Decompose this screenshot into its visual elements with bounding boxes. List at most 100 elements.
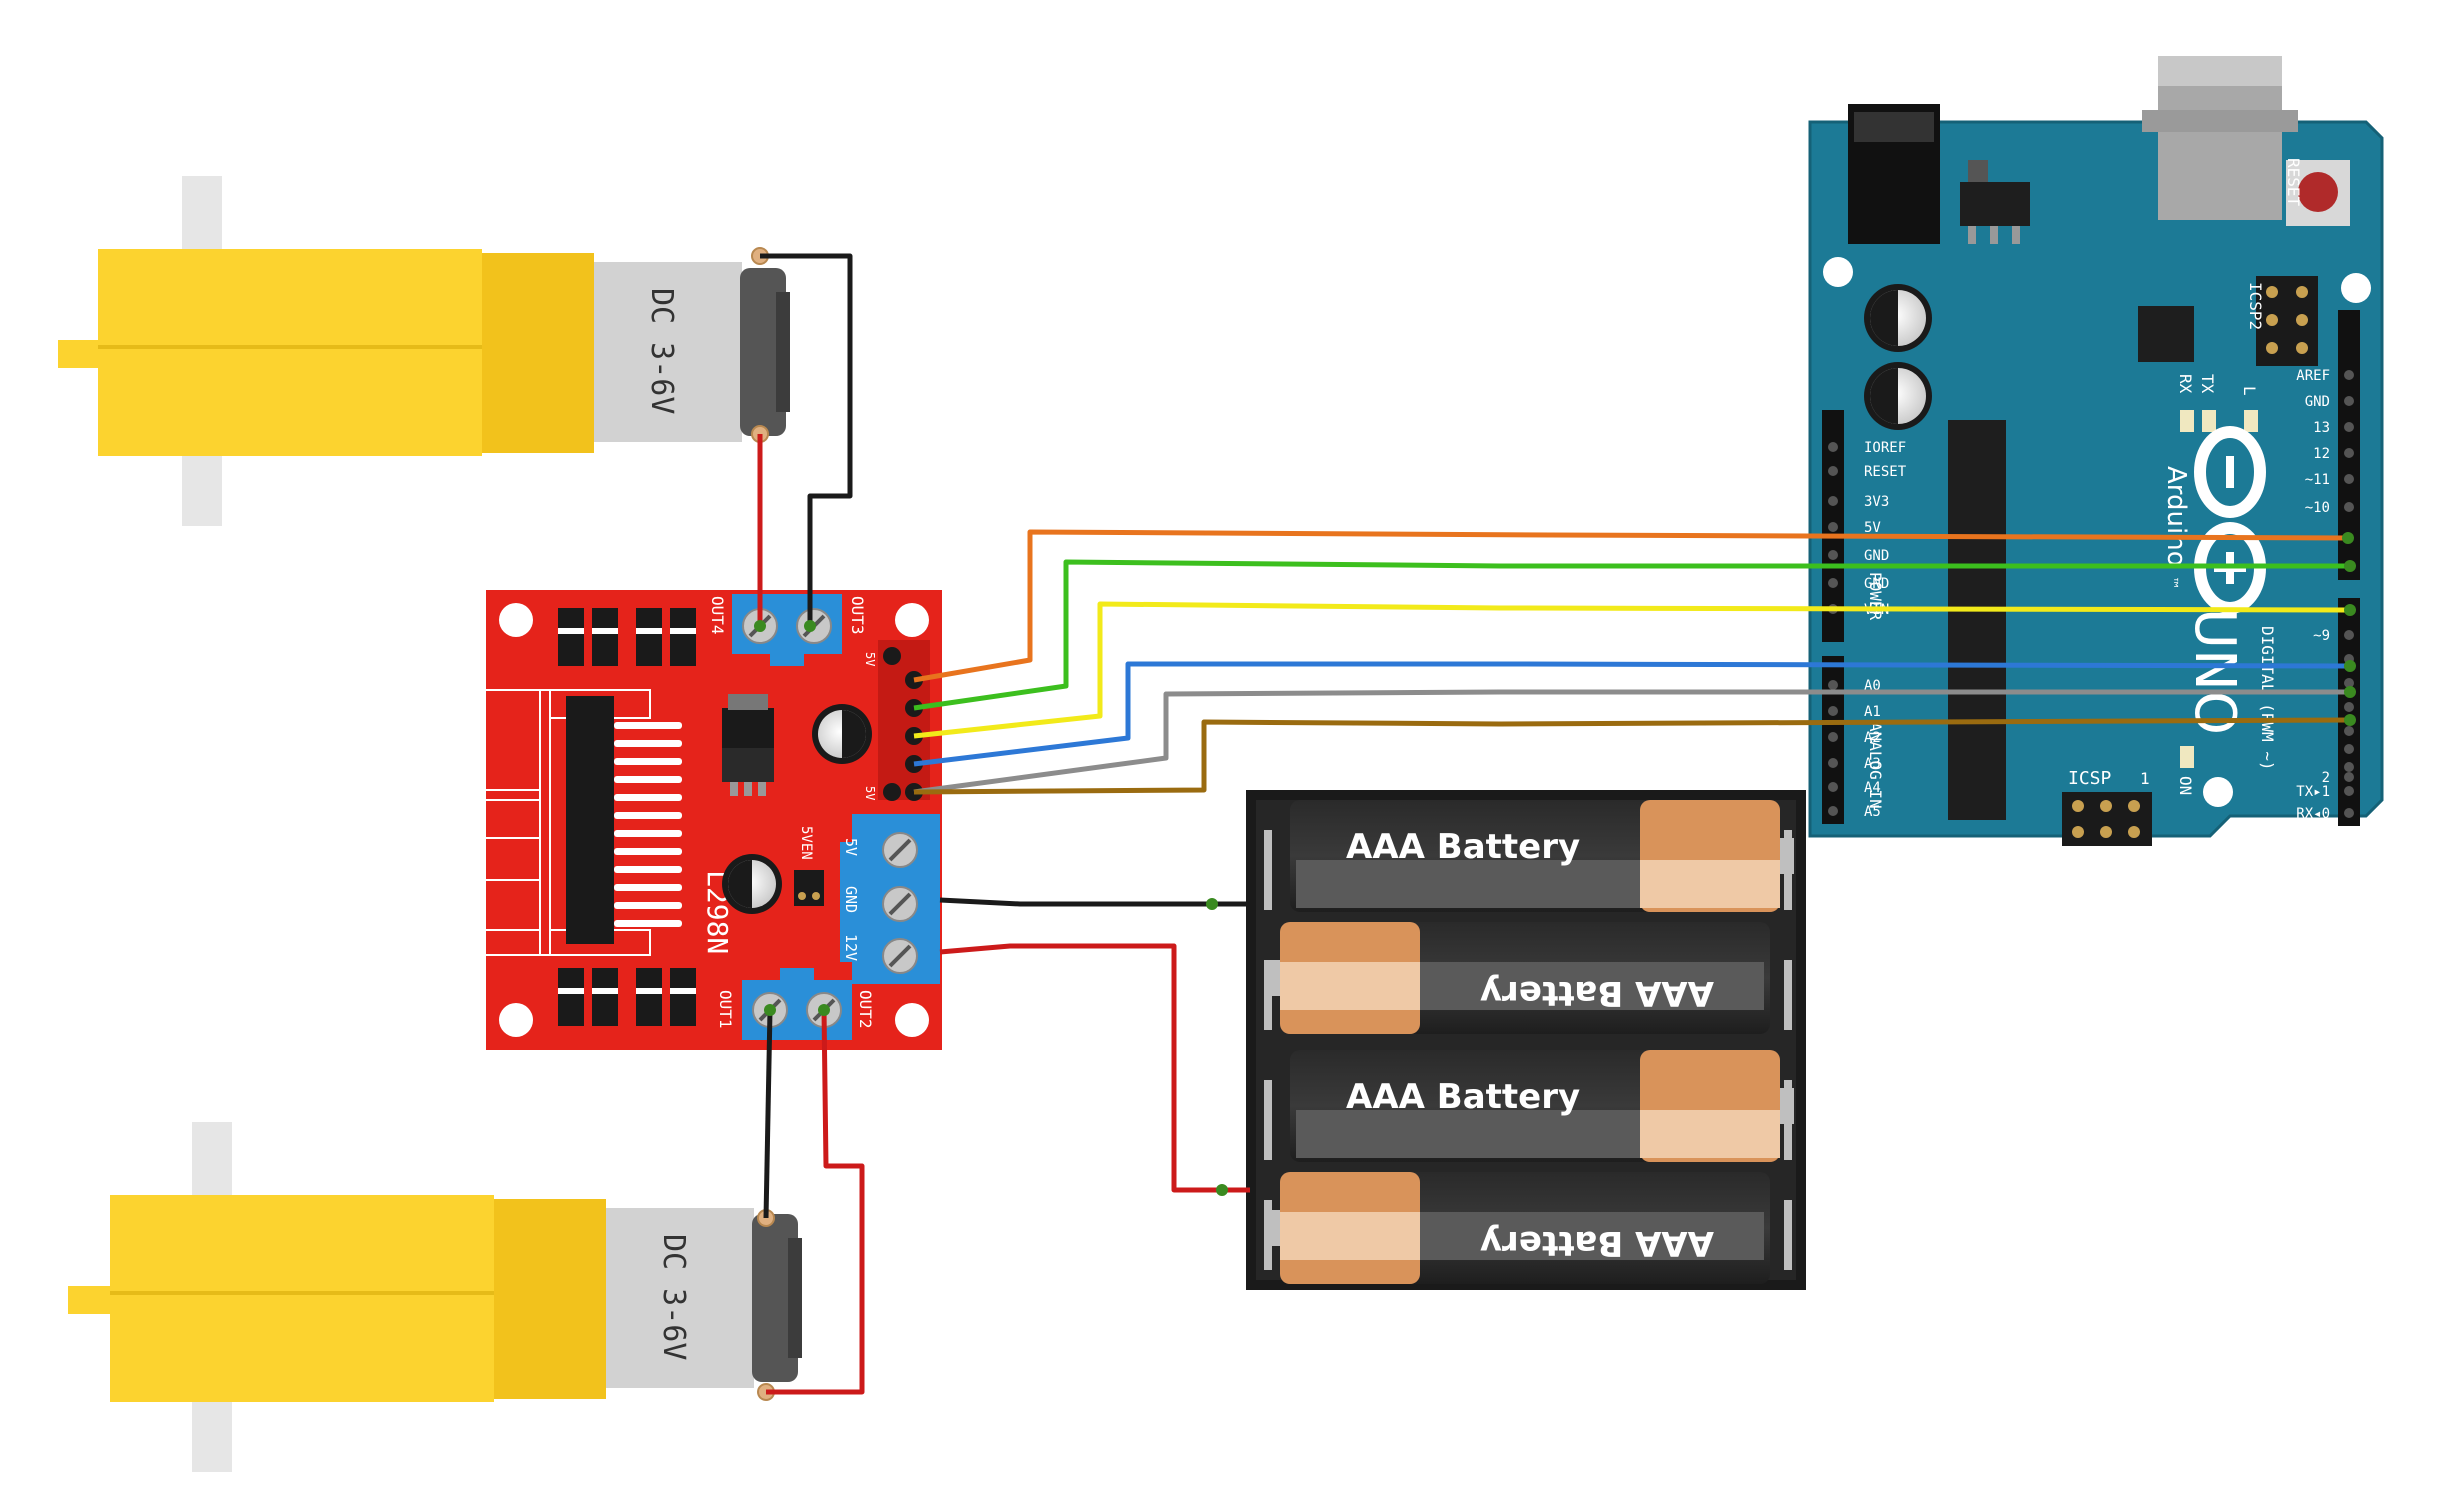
wire-power-black bbox=[939, 897, 1250, 907]
wire-bottom-motor-black bbox=[763, 1009, 773, 1219]
header-pin bbox=[2344, 786, 2354, 796]
battery-cell-4-label: AAA Battery bbox=[1480, 1223, 1714, 1263]
header-pin bbox=[2344, 370, 2354, 380]
battery-cell-4: AAA Battery bbox=[1266, 1172, 1770, 1284]
header-pin bbox=[2344, 396, 2354, 406]
header-pin bbox=[2344, 762, 2354, 772]
header-pin bbox=[2344, 678, 2354, 688]
right-pin-label: TX▸1 bbox=[2296, 784, 2330, 800]
pin-5v-b-label: 5V bbox=[863, 786, 877, 800]
header-pin bbox=[2344, 772, 2354, 782]
diodes-top bbox=[558, 608, 696, 666]
left-pin-label: 3V3 bbox=[1864, 494, 1889, 510]
header-pin bbox=[2344, 744, 2354, 754]
icsp-pin1-label: 1 bbox=[2140, 769, 2150, 788]
power-gnd-label: GND bbox=[842, 886, 860, 913]
header-pin bbox=[2344, 808, 2354, 818]
header-pin bbox=[1828, 496, 1838, 506]
out2-label: OUT2 bbox=[856, 990, 875, 1029]
left-pin-label: 5V bbox=[1864, 520, 1881, 536]
wire-power-red bbox=[939, 943, 1250, 1193]
wire-brown bbox=[913, 717, 2351, 795]
right-pin-label: ~10 bbox=[2305, 500, 2330, 516]
battery-cell-3: AAA Battery bbox=[1290, 1050, 1794, 1162]
control-header bbox=[878, 640, 930, 801]
wire-top-motor-black bbox=[760, 253, 853, 626]
icsp-label: ICSP bbox=[2068, 768, 2112, 789]
right-pin-label: 2 bbox=[2322, 770, 2330, 786]
left-pin-label: A3 bbox=[1864, 756, 1881, 772]
diodes-bottom bbox=[558, 968, 696, 1026]
battery-cell-1: AAA Battery bbox=[1290, 800, 1794, 912]
right-pin-label: 12 bbox=[2313, 446, 2330, 462]
wire-blue bbox=[913, 661, 2351, 767]
header-pin bbox=[1828, 522, 1838, 532]
analog-header-label: ANALOG IN bbox=[1866, 722, 1885, 809]
wire-endpoints bbox=[754, 532, 2356, 1196]
arduino-model: UNO bbox=[2182, 608, 2247, 735]
header-pin bbox=[1828, 680, 1838, 690]
tx-label: TX bbox=[2198, 374, 2217, 394]
arduino-uno: RESET ICSP2 TX RX L ON ICSP 1 bbox=[1808, 56, 2384, 846]
motor-top-label: DC 3-6V bbox=[644, 288, 679, 414]
motor-bottom: DC 3-6V bbox=[68, 1122, 802, 1472]
header-pin bbox=[1828, 806, 1838, 816]
header-pin bbox=[1828, 782, 1838, 792]
rx-label: RX bbox=[2176, 374, 2195, 394]
icsp2-header bbox=[2256, 276, 2318, 366]
header-pin bbox=[2344, 702, 2354, 712]
header-pin bbox=[1828, 578, 1838, 588]
header-pin bbox=[1828, 466, 1838, 476]
on-led-label: ON bbox=[2176, 776, 2195, 795]
header-pin bbox=[1828, 758, 1838, 768]
wire-gray bbox=[913, 689, 2350, 795]
battery-cell-1-label: AAA Battery bbox=[1346, 827, 1580, 867]
wires bbox=[757, 253, 2351, 1395]
right-pin-label: ~9 bbox=[2313, 628, 2330, 644]
pin-5v-a-label: 5V bbox=[863, 652, 877, 666]
header-pin bbox=[2344, 502, 2354, 512]
left-pin-label: GND bbox=[1864, 548, 1889, 564]
icsp-header bbox=[2062, 792, 2152, 846]
header-pin bbox=[2344, 474, 2354, 484]
motor-bottom-label: DC 3-6V bbox=[656, 1234, 691, 1360]
right-pin-label: RX◂0 bbox=[2296, 806, 2330, 822]
l-led-label: L bbox=[2240, 386, 2259, 396]
battery-cell-3-label: AAA Battery bbox=[1346, 1077, 1580, 1117]
left-pin-label: A2 bbox=[1864, 730, 1881, 746]
arduino-brand: Arduino bbox=[2161, 466, 2191, 567]
wire-orange bbox=[913, 529, 2349, 683]
left-pin-label: GND bbox=[1864, 576, 1889, 592]
left-pin-label: IOREF bbox=[1864, 440, 1906, 456]
right-pin-label: ~11 bbox=[2305, 472, 2330, 488]
wire-bottom-motor-red bbox=[766, 1009, 865, 1395]
right-pin-label: GND bbox=[2305, 394, 2330, 410]
jumper-label: 5VEN bbox=[798, 826, 814, 860]
out3-label: OUT3 bbox=[848, 596, 867, 635]
power-12v-label: 12V bbox=[842, 934, 860, 961]
battery-cell-2: AAA Battery bbox=[1266, 922, 1770, 1034]
header-pin bbox=[2344, 422, 2354, 432]
battery-cell-2-label: AAA Battery bbox=[1480, 973, 1714, 1013]
left-pin-label: A1 bbox=[1864, 704, 1881, 720]
header-pin bbox=[2344, 726, 2354, 736]
header-pin bbox=[1828, 550, 1838, 560]
header-pin bbox=[2344, 448, 2354, 458]
out1-label: OUT1 bbox=[716, 990, 735, 1029]
arduino-tm: ™ bbox=[2164, 576, 2180, 590]
motor-top: DC 3-6V bbox=[58, 176, 790, 526]
left-pin-label: RESET bbox=[1864, 464, 1907, 480]
l298n-driver: L298N 5VEN OUT4 OUT3 bbox=[486, 590, 942, 1050]
reset-label: RESET bbox=[2284, 158, 2303, 207]
battery-holder: AAA Battery AAA Battery AAA Battery bbox=[1246, 790, 1806, 1290]
icsp2-label: ICSP2 bbox=[2246, 282, 2265, 330]
right-pin-label: 13 bbox=[2313, 420, 2330, 436]
left-pin-label: A4 bbox=[1864, 780, 1881, 796]
l298n-chip-legs bbox=[614, 722, 682, 927]
header-pin bbox=[1828, 706, 1838, 716]
header-pin bbox=[1828, 732, 1838, 742]
header-pin bbox=[2344, 630, 2354, 640]
terminal-power bbox=[840, 814, 940, 984]
wire-green bbox=[913, 559, 2350, 711]
